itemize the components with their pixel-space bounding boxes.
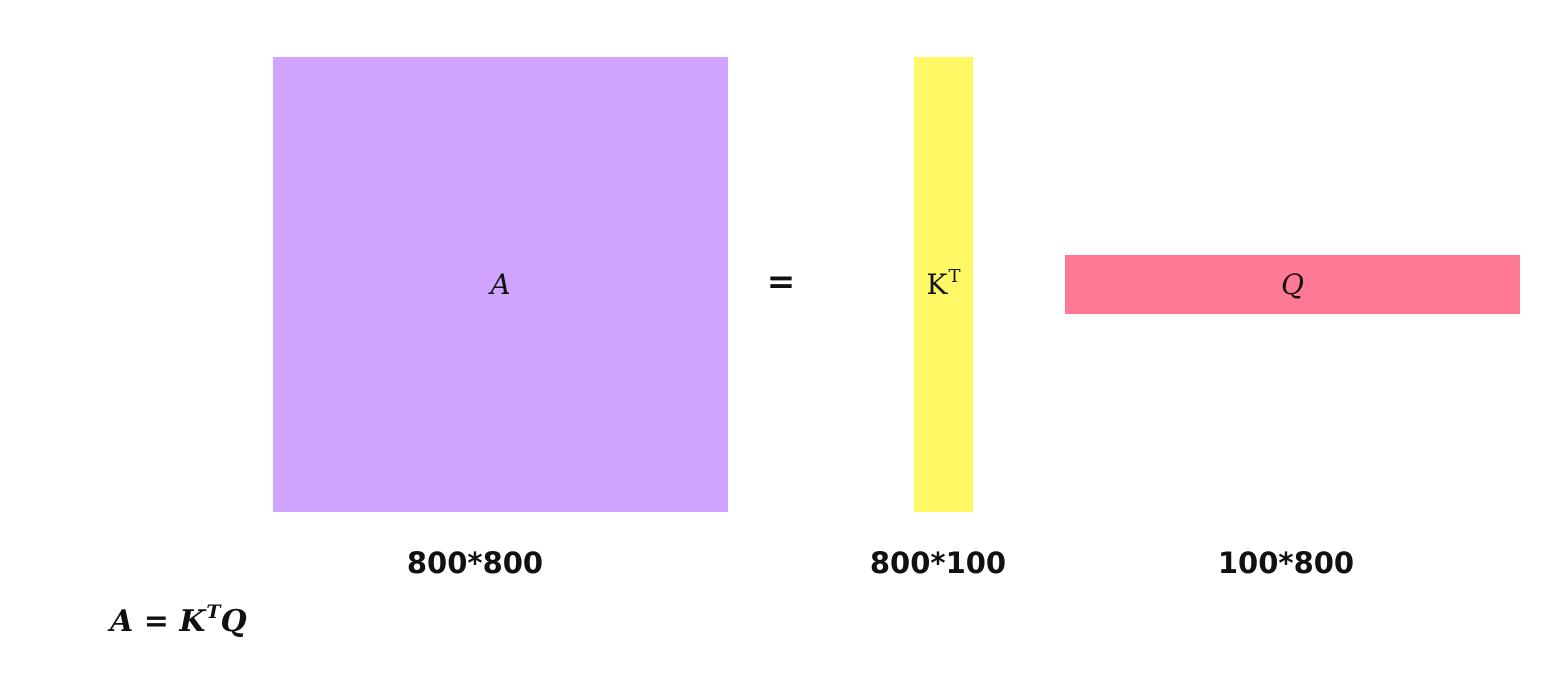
transpose-superscript: T <box>948 266 961 287</box>
matrix-k-transpose-dimension: 800*100 <box>869 546 1007 580</box>
matrix-a-block: A <box>273 57 728 512</box>
formula-lhs: A <box>110 604 134 639</box>
matrix-k-transpose-label: KT <box>926 266 961 301</box>
formula: A = KTQ <box>110 601 247 639</box>
matrix-k-transpose-block: KT <box>914 57 973 512</box>
equals-sign: = <box>766 262 796 302</box>
matrix-q-label: Q <box>1281 268 1304 301</box>
matrix-a-dimension: 800*800 <box>406 546 544 580</box>
matrix-a-label: A <box>490 268 511 301</box>
formula-k: K <box>179 604 206 639</box>
matrix-k-label: K <box>926 268 948 301</box>
formula-equals: = <box>133 604 180 639</box>
matrix-q-dimension: 100*800 <box>1217 546 1355 580</box>
formula-transpose-superscript: T <box>206 601 221 623</box>
matrix-q-block: Q <box>1065 255 1520 314</box>
formula-q: Q <box>220 604 247 639</box>
